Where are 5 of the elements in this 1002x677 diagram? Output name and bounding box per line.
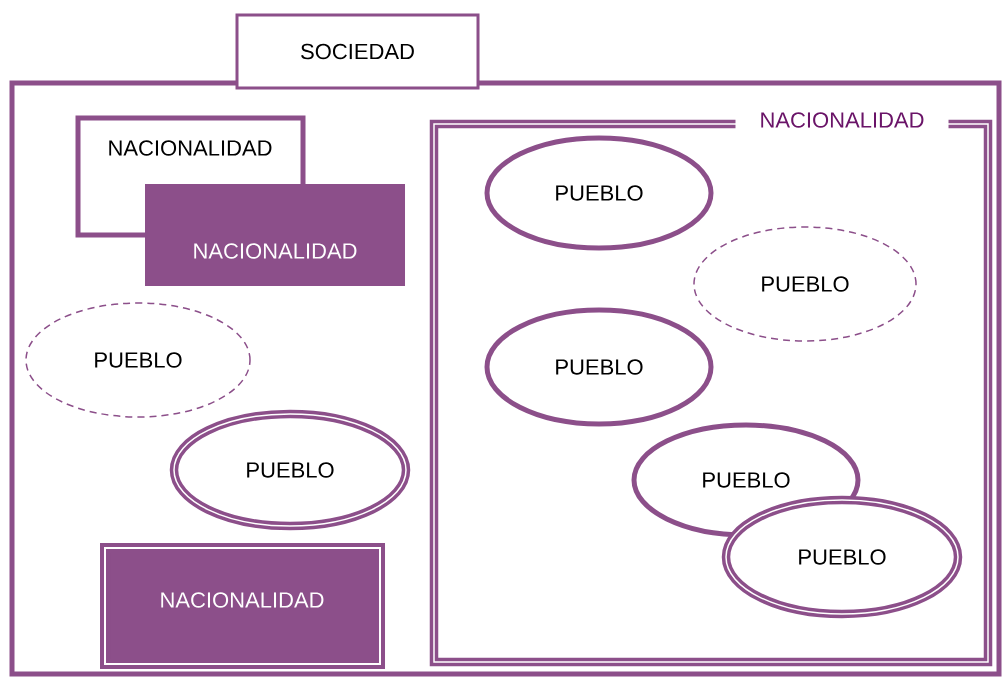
nationality-box: NACIONALIDAD [145,184,405,286]
node-label: PUEBLO [799,549,886,565]
nationality-box: NACIONALIDAD [100,543,385,669]
title-box: SOCIEDAD [235,13,480,90]
frame-heading: NACIONALIDAD [735,108,949,132]
